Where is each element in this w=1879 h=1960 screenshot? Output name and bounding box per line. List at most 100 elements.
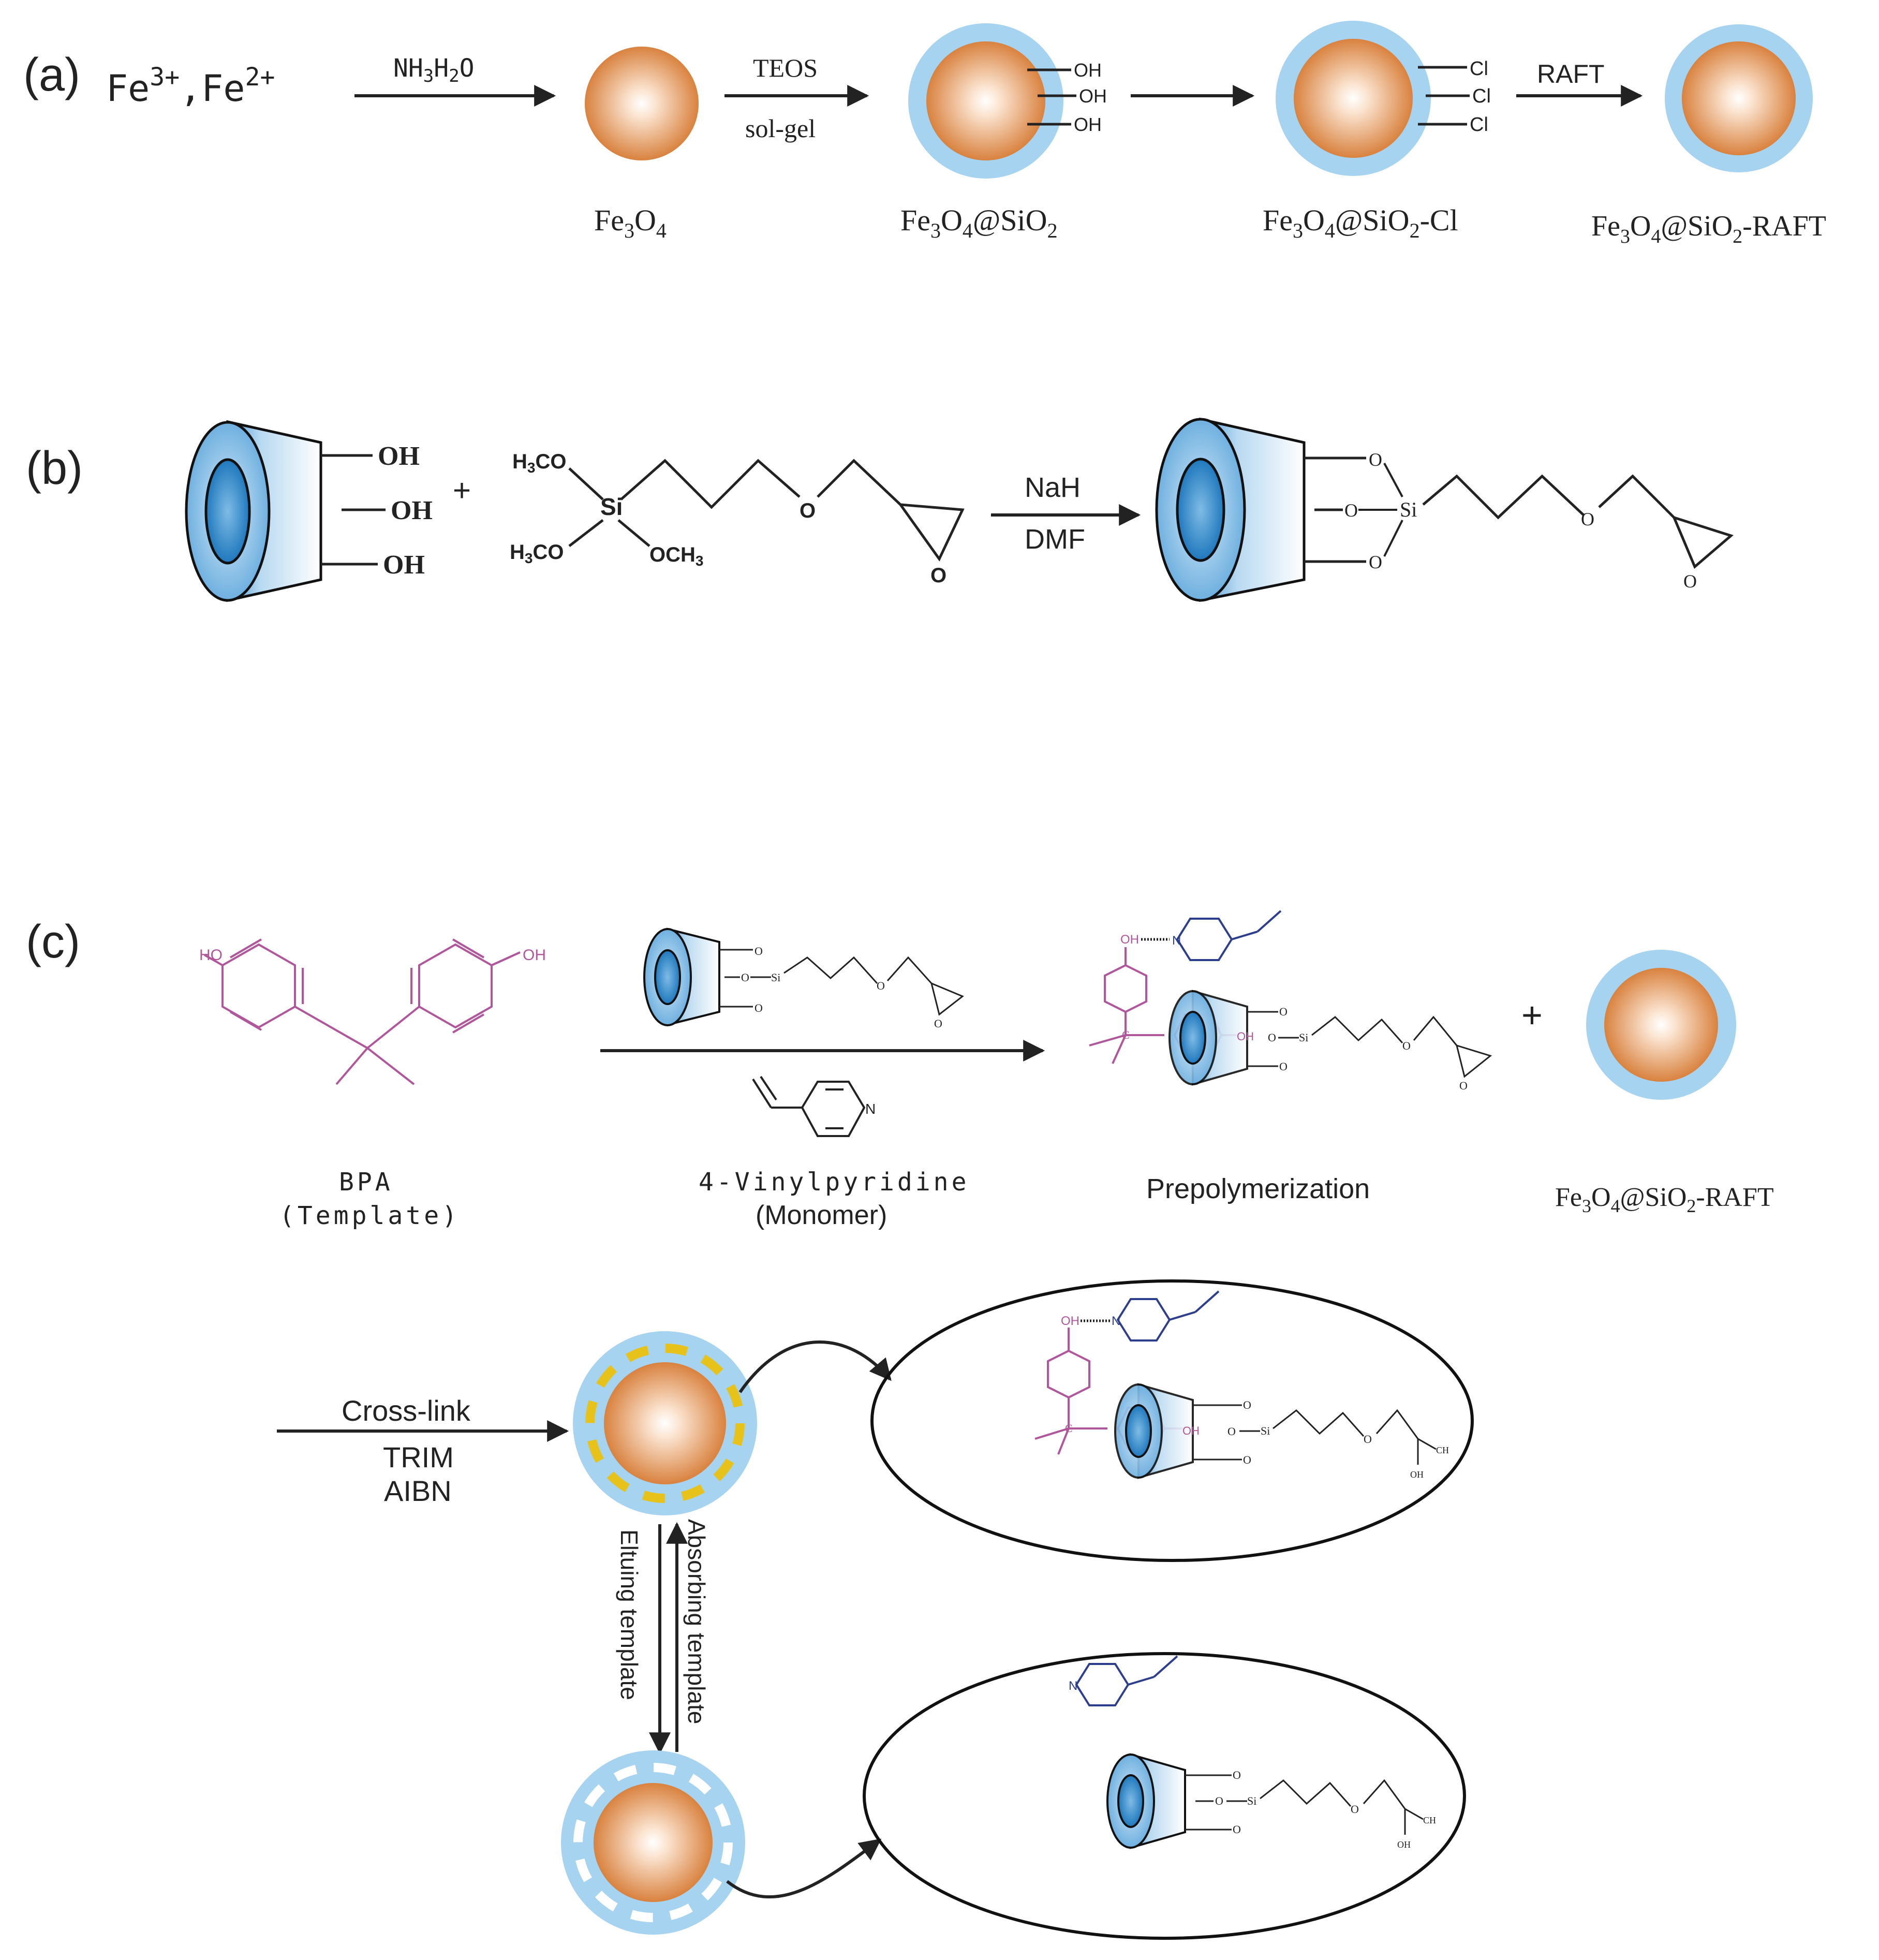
- fe3o4-core: [585, 47, 699, 160]
- bpa-name: BPA: [339, 1168, 393, 1197]
- prepolymer-complex: N OH C OH O O O Si: [1089, 910, 1492, 1092]
- chloride-2: Cl: [1472, 85, 1491, 107]
- eluting-label: Eltuing template: [616, 1529, 643, 1700]
- mip-particle-empty: [561, 1750, 745, 1935]
- svg-text:C: C: [1122, 1028, 1130, 1041]
- fe2-symbol: Fe: [201, 67, 245, 110]
- svg-text:OCH3: OCH3: [649, 543, 703, 569]
- hydroxyl-1: OH: [1074, 60, 1102, 81]
- nah-label: NaH: [1025, 472, 1081, 503]
- cyclodextrin-cone: [185, 420, 322, 602]
- svg-text:OH: OH: [1410, 1469, 1424, 1480]
- svg-text:O: O: [1243, 1453, 1251, 1466]
- zoom-ellipse-loaded: [870, 1279, 1474, 1562]
- bpa-role: (Template): [279, 1201, 460, 1230]
- svg-text:H3CO: H3CO: [510, 541, 564, 566]
- zoom-arrow-loaded: [738, 1340, 892, 1393]
- svg-text:Si: Si: [1261, 1424, 1270, 1437]
- svg-text:O: O: [754, 945, 763, 957]
- svg-text:N: N: [1172, 934, 1181, 948]
- silicon-atom-b: Si: [600, 493, 623, 520]
- svg-text:O: O: [1402, 1039, 1411, 1052]
- dmf-label: DMF: [1025, 524, 1085, 555]
- empty-cavity-detail: N O O O Si O OH CH: [1069, 1655, 1436, 1850]
- mip-particle-loaded: [573, 1331, 757, 1515]
- panel-a: (a) Fe3+,Fe2+ NH3H2O Fe3O4 TEOS sol-gel …: [23, 21, 1826, 247]
- chloride-1: Cl: [1470, 58, 1488, 80]
- svg-text:H3CO: H3CO: [512, 450, 566, 476]
- cd-hydroxyl-3: OH: [383, 550, 425, 580]
- fe3o4-sio2-cl-label: Fe3O4@SiO2-Cl: [1263, 203, 1458, 242]
- svg-text:O: O: [1243, 1398, 1251, 1411]
- svg-text:OH: OH: [1237, 1030, 1254, 1043]
- raft-particle-label-c: Fe3O4@SiO2-RAFT: [1555, 1183, 1774, 1216]
- svg-text:O: O: [741, 971, 749, 984]
- fe3-charge: 3+: [150, 63, 180, 92]
- siloxane-o-2: O: [1344, 500, 1358, 521]
- svg-text:CH: CH: [1436, 1445, 1449, 1455]
- svg-text:Si: Si: [1247, 1794, 1256, 1807]
- svg-text:OH: OH: [1061, 1314, 1079, 1328]
- teos-label: TEOS: [753, 53, 818, 82]
- zoom-arrow-empty: [726, 1838, 882, 1898]
- trim-label: TRIM: [383, 1441, 454, 1473]
- bpa-molecule: [204, 938, 521, 1085]
- absorbing-label: Absorbing template: [683, 1519, 710, 1724]
- siloxane-o-1: O: [1369, 449, 1382, 470]
- svg-text:Si: Si: [771, 971, 780, 984]
- ammonia-reagent: NH3H2O: [393, 54, 475, 86]
- svg-text:O: O: [1351, 1803, 1359, 1816]
- svg-text:O: O: [877, 979, 885, 992]
- epoxide-oxygen-product: O: [1683, 571, 1697, 592]
- svg-text:C: C: [1065, 1422, 1073, 1435]
- panel-a-label: (a): [23, 49, 80, 101]
- svg-text:O: O: [1459, 1079, 1468, 1092]
- pyridine-nitrogen: N: [865, 1101, 876, 1117]
- svg-text:N: N: [1069, 1679, 1077, 1693]
- bpa-hydroxyl-left: HO: [199, 947, 223, 964]
- ether-oxygen-product: O: [1581, 509, 1594, 529]
- svg-text:CH: CH: [1423, 1815, 1436, 1825]
- fe2-charge: 2+: [245, 63, 275, 92]
- ether-oxygen-b: O: [800, 499, 816, 522]
- hydroxyl-2: OH: [1079, 85, 1107, 107]
- svg-text:O: O: [1279, 1005, 1288, 1018]
- svg-text:O: O: [1268, 1031, 1276, 1044]
- svg-text:O: O: [1215, 1794, 1223, 1807]
- plus-sign-b: +: [453, 473, 471, 508]
- gptms-molecule: H3CO H3CO OCH3 Si O O: [510, 450, 965, 587]
- aibn-label: AIBN: [384, 1475, 452, 1507]
- cd-hydroxyl-2: OH: [391, 496, 433, 525]
- cd-hydroxyl-1: OH: [378, 441, 420, 471]
- siloxane-o-3: O: [1369, 552, 1382, 572]
- svg-text:N: N: [1112, 1314, 1120, 1328]
- monomer-name: 4-Vinylpyridine: [699, 1168, 969, 1197]
- svg-text:O: O: [1364, 1433, 1372, 1446]
- vinylpyridine-molecule: [752, 1075, 866, 1137]
- fe3o4-core-raft: [1682, 41, 1796, 155]
- prepolymerization-label: Prepolymerization: [1146, 1173, 1370, 1204]
- fe3o4-label: Fe3O4: [594, 203, 667, 242]
- svg-text:O: O: [1233, 1769, 1241, 1781]
- fe3o4-core-cl: [1294, 39, 1413, 158]
- iron-ions-reactant: Fe3+,Fe2+: [106, 63, 275, 110]
- raft-core-c: [1604, 968, 1718, 1082]
- panel-c-label: (c): [26, 916, 80, 968]
- loaded-cavity-detail: N OH C OH O O O Si: [1034, 1290, 1449, 1480]
- hydroxyl-3: OH: [1074, 114, 1102, 135]
- ion-separator: ,: [180, 67, 201, 110]
- svg-text:OH: OH: [1397, 1839, 1411, 1850]
- cyclodextrin-cone-grafted: [1155, 417, 1306, 602]
- plus-sign-c: +: [1521, 995, 1543, 1035]
- svg-text:OH: OH: [1182, 1424, 1200, 1437]
- chloride-3: Cl: [1470, 114, 1488, 136]
- panel-c: (c) HO OH BPA (Template): [26, 910, 1774, 1940]
- svg-text:OH: OH: [1120, 933, 1139, 947]
- grafted-cd-small: O O O Si O O: [643, 927, 964, 1030]
- panel-b-label: (b): [26, 443, 83, 494]
- crosslink-label: Cross-link: [342, 1394, 471, 1427]
- svg-text:O: O: [1279, 1060, 1288, 1073]
- fe3o4-core-coated: [926, 41, 1045, 160]
- fe3o4-sio2-raft-label: Fe3O4@SiO2-RAFT: [1591, 210, 1826, 247]
